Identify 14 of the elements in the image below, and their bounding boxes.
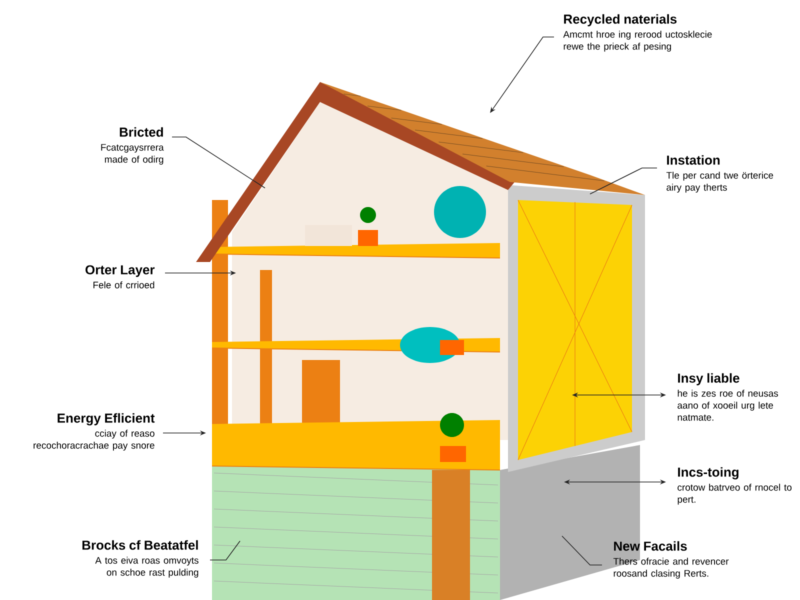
callout-label: Recycled naterials Amcmt hroe ing rerood uctosklecie rewe the prieck af pesing (563, 14, 712, 52)
leader-line (590, 168, 658, 194)
callout-label: Orter Layer Fele of crrioed (86, 265, 155, 288)
callout-label: Insy liable he is zes roe of neusas aano of xooeil urg lete natmate. (678, 373, 778, 421)
callout-label: New Facails Thers ofracie and revencer roosand clasing Rerts. (613, 541, 729, 579)
leader-line (172, 136, 266, 188)
leader-line (562, 536, 602, 566)
callout-label: Incs-toing crotow batrveo of rnocel to pert. (678, 467, 792, 505)
callout-label: Energy Eflicient cciay of reaso recochoracrachae pay snore (34, 413, 155, 451)
callout-label: Bricted Fcatcgaysrrera made of odirg (101, 127, 164, 165)
leader-line (210, 540, 240, 560)
callout-label: Brocks cf Beatatfel A tos eiva roas omvoyts on schoe rast pulding (82, 540, 198, 578)
callout-label: Instation Tle per cand twe örterice airy pay therts (666, 155, 774, 193)
leader-line (490, 36, 554, 113)
